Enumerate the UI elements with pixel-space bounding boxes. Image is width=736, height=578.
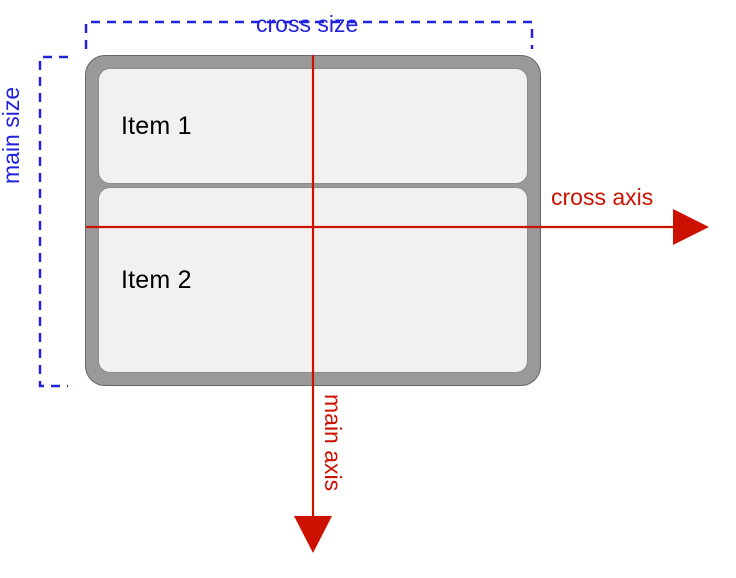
flex-item-2-label: Item 2 [121,265,192,294]
cross-size-bracket [84,20,534,49]
cross-axis-arrow [86,209,709,245]
cross-size-label: cross size [256,11,359,37]
main-axis-arrow [294,55,332,553]
main-axis-arrowhead [294,516,332,553]
main-size-label: main size [0,86,24,184]
flex-item-1-label: Item 1 [121,111,192,140]
main-axis-label: main axis [320,394,346,492]
cross-axis-label: cross axis [551,184,654,210]
cross-axis-arrowhead [673,209,709,245]
main-size-bracket [38,55,68,388]
